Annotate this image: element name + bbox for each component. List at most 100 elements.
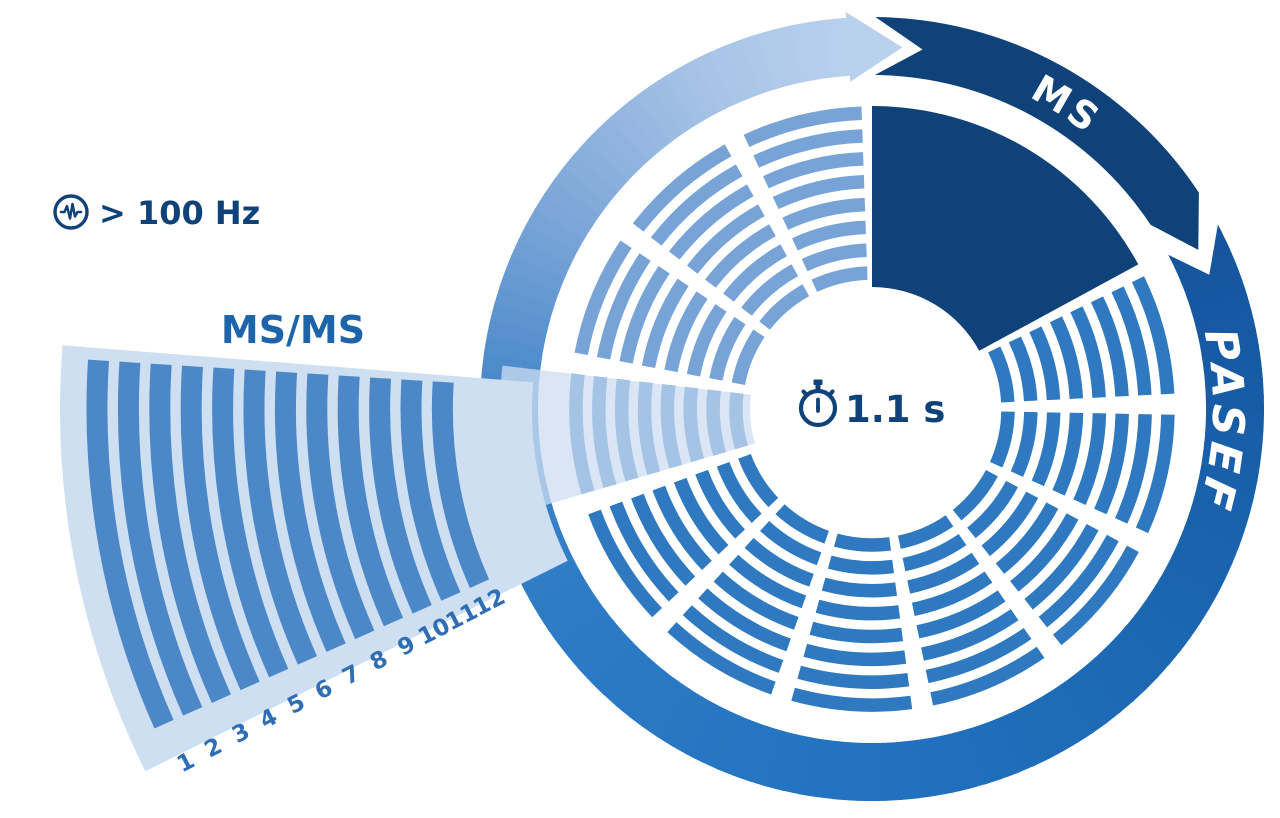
striped-wheel-sector	[632, 144, 810, 330]
striped-wheel-sector	[743, 106, 868, 292]
pasef-ring-segment	[693, 51, 736, 112]
cycle-time-label: 1.1 s	[845, 388, 945, 431]
pasef-ring-segment	[590, 641, 645, 696]
pasef-ring-segment	[678, 58, 723, 119]
striped-wheel-sector	[952, 469, 1139, 646]
pasef-ring-segment	[1034, 692, 1080, 752]
pasef-ring-segment	[557, 608, 615, 659]
msms-bar	[306, 373, 375, 640]
pasef-ring-segment	[547, 596, 606, 645]
pasef-ring-segment	[725, 38, 763, 100]
pasef-ring-segment	[538, 583, 597, 632]
pasef-ring-segment	[649, 75, 698, 134]
pasef-ring-segment	[670, 695, 716, 756]
pasef-ring-segment	[1093, 647, 1147, 703]
msms-bar	[117, 361, 203, 716]
pasef-ring-segment	[552, 165, 611, 216]
pasef-ring-segment	[764, 730, 798, 791]
fragment-number: 3	[228, 718, 254, 748]
pasef-ring-segment	[1114, 625, 1171, 679]
pasef-ring-segment	[1172, 539, 1233, 581]
msms-bar	[337, 375, 404, 627]
pasef-ring-segment	[585, 127, 640, 182]
pasef-ring-segment	[1008, 706, 1051, 767]
pasef-ring-segment	[636, 84, 685, 143]
striped-wheel-sector	[989, 411, 1175, 534]
waveform-icon	[53, 194, 89, 230]
pasef-ring-segment	[628, 670, 679, 729]
pasef-ring-segment	[938, 732, 971, 793]
pasef-ring-segment	[994, 712, 1035, 774]
pasef-ring-segment	[824, 17, 849, 78]
pasef-ring-segment	[521, 558, 582, 603]
striped-wheel-sector	[667, 504, 830, 695]
msms-bar	[431, 381, 490, 588]
wheel-sectors	[569, 106, 1175, 712]
pasef-ring-segment	[494, 285, 556, 320]
pasef-ring-segment	[602, 651, 656, 708]
pasef-ring-segment	[543, 179, 602, 228]
pasef-ring-segment	[757, 28, 791, 90]
fragment-number: 4	[256, 704, 282, 734]
pasef-ring-segment	[534, 193, 594, 240]
pasef-ring-segment	[700, 709, 742, 770]
pasef-ring-segment	[483, 334, 545, 363]
pasef-ring-segment	[1181, 262, 1243, 300]
pasef-ring-segment	[831, 741, 855, 801]
pasef-ring-segment	[814, 739, 841, 800]
beam-overlay	[499, 365, 755, 514]
pasef-ring-segment	[1158, 565, 1219, 611]
pasef-ring-segment	[518, 222, 579, 266]
pasef-ring-segment	[967, 723, 1003, 785]
msms-bar	[86, 359, 174, 729]
zoom-beam	[499, 365, 755, 514]
pasef-ring-segment	[797, 736, 826, 798]
pasef-segment-label: PASEF	[1188, 325, 1254, 519]
pasef-ring-segment	[578, 630, 634, 684]
pasef-segment-text: PASEF	[1188, 325, 1249, 519]
pasef-ring-segment	[1183, 512, 1245, 549]
pasef-ring-segment	[622, 94, 673, 152]
stopwatch-crown	[813, 379, 823, 385]
fragment-number: 1	[173, 748, 199, 778]
pasef-ring-segment	[563, 152, 620, 204]
pasef-ring-segment	[1071, 666, 1122, 724]
waveform-circle	[53, 194, 89, 230]
pasef-ring-segment	[748, 725, 783, 787]
stopwatch-icon	[798, 379, 838, 428]
fragment-number: 8	[366, 646, 392, 676]
msms-bar	[212, 367, 289, 678]
ms-wheel-sector	[872, 106, 1139, 351]
pasef-ring-segment	[656, 687, 703, 747]
pasef-ring-segment	[1186, 278, 1248, 314]
pasef-ring-segment	[953, 728, 987, 790]
msms-bar	[274, 371, 346, 652]
pasef-arrow-tip	[845, 11, 903, 82]
waveform-line	[59, 202, 83, 220]
pasef-ring-segment	[895, 740, 920, 801]
pasef-ring-segment	[609, 104, 662, 161]
pasef-ring-segment	[790, 21, 820, 83]
msms-fan	[59, 345, 568, 772]
fragment-number: 5	[283, 689, 309, 719]
pasef-ring-segment	[910, 738, 937, 799]
pasef-ring-segment	[664, 66, 710, 126]
stopwatch-neck	[815, 384, 821, 389]
pasef-ring-segment	[981, 718, 1019, 780]
pasef-ring-segment	[1046, 684, 1095, 743]
msms-bar	[180, 365, 260, 691]
pasef-ring-segment	[741, 33, 777, 95]
pasef-ring-segment	[1104, 636, 1159, 691]
pasef-ring-segment	[490, 301, 551, 335]
stopwatch-pivot	[815, 405, 821, 411]
striped-wheel-sector	[988, 276, 1175, 403]
pasef-ring-segment	[486, 318, 548, 349]
pasef-ring-segment	[773, 25, 806, 86]
pasef-ring-segment	[1191, 294, 1253, 328]
pasef-ring-segment	[573, 139, 630, 193]
pasef-ring-segment	[499, 269, 561, 306]
pasef-ring-segment	[642, 679, 691, 738]
pasef-ring-segment	[1021, 699, 1066, 760]
